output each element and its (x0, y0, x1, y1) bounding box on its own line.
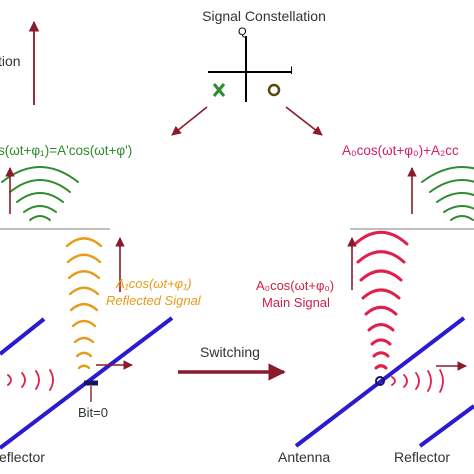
main-wave-arc (370, 338, 392, 346)
left-equation: s(ωt+φ₁)=A'cos(ωt+φ') (0, 143, 132, 158)
outgoing-wave-arc (415, 372, 420, 390)
reflected-wave-arc (75, 351, 93, 358)
arrow-to-right-eq (285, 106, 323, 136)
reflected-wave-arc (66, 253, 102, 264)
antenna-label: Antenna (278, 449, 330, 465)
circle-marker-icon (267, 83, 281, 97)
q-axis-label: Q (238, 26, 247, 38)
arrow-to-left-eq (171, 106, 208, 136)
green-wave-arcs (1, 166, 79, 221)
right-reflector-line (418, 404, 474, 448)
incoming-wave-arc (7, 374, 12, 386)
reflected-wave-arc (73, 336, 95, 344)
green-wave-arc (23, 205, 57, 213)
antenna-port-icon (375, 376, 385, 386)
outgoing-wave-arc (403, 374, 408, 388)
outgoing-wave-arc (427, 370, 432, 392)
main-wave-arc (356, 250, 406, 264)
incoming-wave-arc (35, 370, 40, 390)
right-equation: A₀cos(ωt+φ₀)+A₂cc (342, 143, 459, 158)
reflected-label: Reflected Signal (106, 293, 202, 308)
bit-label: Bit=0 (78, 405, 108, 420)
main-wave-arc (372, 351, 390, 358)
reflected-wave-arc (69, 302, 99, 312)
green-wave-arcs-right (421, 166, 474, 221)
main-wave-arc (361, 288, 401, 300)
outgoing-wave-arc (439, 369, 444, 393)
switching-label: Switching (200, 344, 260, 360)
reflected-wave-arc (71, 319, 97, 328)
reflected-eq: A₁cos(ωt+φ₁) (115, 276, 192, 291)
reflected-wave-arc (68, 286, 100, 296)
reflected-wave-arc (77, 364, 91, 370)
main-wave-arc (374, 364, 388, 370)
green-wave-arc (29, 215, 51, 221)
reflected-wave-arc (65, 237, 103, 248)
outgoing-wave-arc (391, 376, 396, 386)
left-incoming-arcs (7, 369, 54, 391)
i-axis-label: I (290, 65, 293, 77)
main-wave-arcs (353, 230, 409, 370)
incoming-wave-arc (21, 372, 26, 388)
reflected-wave-arcs (65, 237, 103, 370)
main-wave-arc (353, 230, 409, 246)
left-reflector-label: eflector (0, 449, 45, 465)
left-reflector-line (0, 317, 46, 356)
green-wave-arc (16, 192, 64, 203)
green-wave-arc (429, 179, 474, 193)
main-label: Main Signal (262, 295, 330, 310)
main-wave-arc (364, 305, 398, 316)
green-wave-arc (450, 215, 474, 221)
green-wave-arc (443, 205, 474, 213)
cross-marker-icon (212, 83, 226, 97)
green-wave-arc (436, 192, 474, 203)
green-wave-arc (421, 166, 474, 183)
main-wave-arc (367, 323, 395, 332)
constellation-title: Signal Constellation (202, 8, 326, 24)
right-reflector-label: Reflector (394, 449, 450, 465)
right-outgoing-arcs (391, 369, 444, 393)
reflected-wave-arc (67, 270, 101, 280)
main-wave-arc (359, 269, 403, 282)
main-eq: A₀cos(ωt+φ₀) (256, 278, 334, 293)
right-antenna-line (294, 316, 466, 448)
left-top-label: tion (0, 53, 21, 69)
incoming-wave-arc (49, 369, 54, 391)
green-wave-arc (9, 179, 71, 193)
